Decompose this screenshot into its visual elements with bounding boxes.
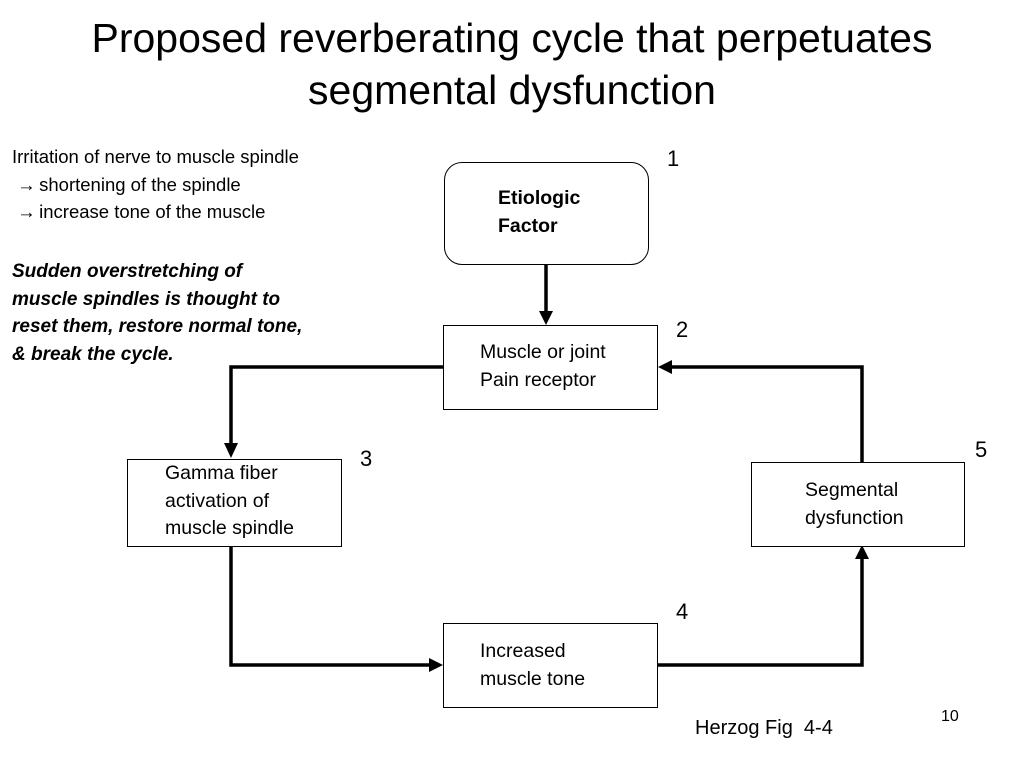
etiologic-label-line-2: Factor — [498, 214, 558, 237]
page-number: 10 — [941, 708, 959, 725]
connector-gamma-to-tone — [229, 544, 432, 667]
figure-citation: Herzog Fig 4-4 — [695, 717, 833, 739]
arrowhead-down — [224, 443, 238, 458]
right-arrow-icon: → — [17, 201, 36, 222]
node-number-5: 5 — [975, 437, 988, 462]
arrowhead-down — [539, 311, 553, 325]
treatment-note: Sudden overstretching of muscle spindles… — [12, 258, 302, 368]
tone-label-line-1: Increased — [480, 640, 566, 662]
node-number-4: 4 — [676, 599, 689, 624]
arrowhead-left — [658, 360, 672, 374]
treatment-note-line-3: reset them, restore normal tone, — [12, 316, 303, 337]
segmental-label-line-1: Segmental — [805, 479, 899, 501]
gamma-activation-node: Gamma fiber activation of muscle spindle — [127, 459, 342, 547]
pain-receptor-node: Muscle or joint Pain receptor — [443, 325, 658, 410]
tone-label-line-2: muscle tone — [480, 667, 586, 690]
muscle-tone-node: Increased muscle tone — [443, 623, 658, 708]
right-arrow-icon: → — [17, 173, 36, 195]
treatment-note-line-1: Sudden overstretching of — [12, 261, 243, 282]
segmental-dysfunction-node: Segmental dysfunction — [751, 462, 965, 547]
gamma-label-line-3: muscle spindle — [165, 517, 294, 539]
mechanism-note-line-2: →shortening of the spindle — [12, 171, 299, 199]
title-line-2: segmental dysfunction — [308, 67, 716, 113]
etiologic-label-line-1: Etiologic — [498, 187, 581, 209]
mechanism-note-line-3: →increase tone of the muscle — [12, 198, 299, 226]
treatment-note-line-4: & break the cycle. — [12, 343, 174, 365]
arrowhead-right — [429, 658, 443, 672]
segmental-label-line-2: dysfunction — [805, 506, 904, 529]
receptor-label-line-1: Muscle or joint — [480, 341, 606, 363]
gamma-label-line-1: Gamma fiber — [165, 462, 278, 484]
node-number-2: 2 — [676, 317, 689, 342]
connector-segmental-to-receptor — [669, 365, 864, 463]
etiologic-factor-node: Etiologic Factor — [444, 162, 649, 265]
mechanism-note: Irritation of nerve to muscle spindle →s… — [12, 143, 299, 226]
node-number-3: 3 — [360, 446, 373, 471]
slide-title: Proposed reverberating cycle that perpet… — [20, 12, 1004, 116]
node-number-1: 1 — [667, 146, 680, 171]
gamma-label-line-2: activation of — [165, 489, 270, 512]
receptor-label-line-2: Pain receptor — [480, 368, 596, 391]
mechanism-note-line-1: Irritation of nerve to muscle spindle — [12, 146, 299, 167]
title-line-1: Proposed reverberating cycle that perpet… — [91, 15, 933, 61]
treatment-note-line-2: muscle spindles is thought to — [12, 288, 281, 310]
connector-receptor-to-gamma — [229, 365, 445, 446]
connector-tone-to-segmental — [656, 556, 864, 667]
arrowhead-up — [855, 545, 869, 559]
